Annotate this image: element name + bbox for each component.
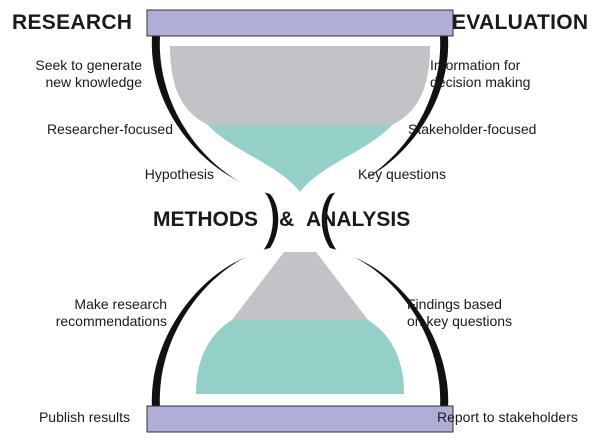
label-stakeholder-focused: Stakeholder-focused	[408, 121, 537, 137]
heading-research: RESEARCH	[12, 11, 133, 34]
top-cap	[146, 9, 454, 37]
label-publish-results: Publish results	[38, 409, 130, 425]
analysis-label: ANALYSIS	[306, 208, 411, 231]
label-findings: Findings based on key questions	[407, 296, 513, 329]
label-decision-making: Information for decision making	[430, 57, 531, 90]
methods-label: METHODS	[153, 208, 258, 231]
label-key-questions: Key questions	[358, 166, 446, 182]
label-research-recommendations: Make research recommendations	[55, 296, 167, 329]
lower-sand-teal	[196, 320, 404, 394]
heading-evaluation: EVALUATION	[452, 11, 589, 34]
label-report-stakeholders: Report to stakeholders	[437, 409, 578, 425]
upper-sand-gray	[170, 46, 430, 125]
upper-sand-teal	[208, 125, 392, 192]
label-hypothesis: Hypothesis	[144, 166, 214, 182]
lower-sand-gray	[232, 252, 368, 320]
bottom-cap	[146, 405, 454, 433]
label-new-knowledge: Seek to generate new knowledge	[35, 57, 142, 90]
ampersand-label: &	[279, 208, 295, 231]
label-researcher-focused: Researcher-focused	[46, 121, 173, 137]
